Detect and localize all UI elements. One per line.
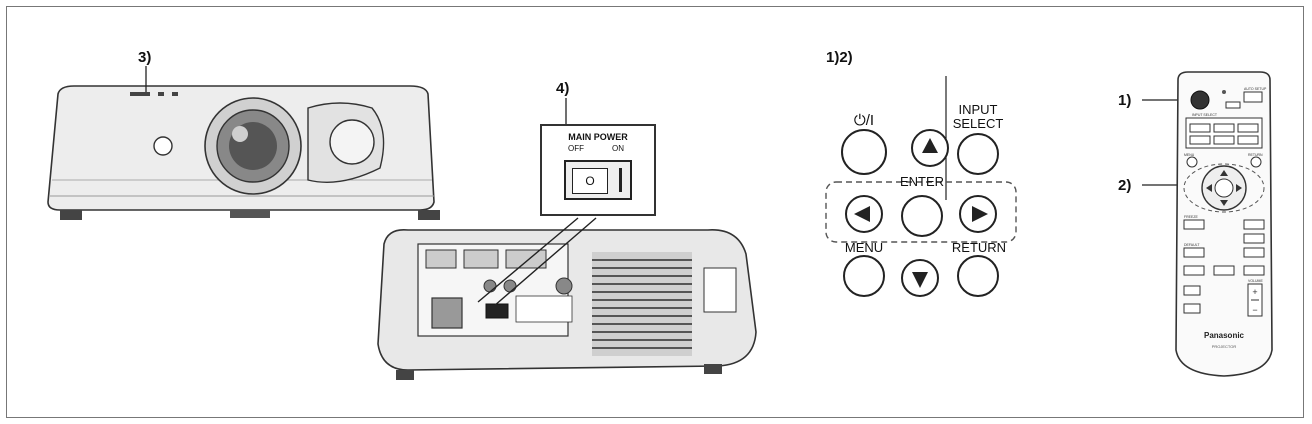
remote-freeze-label: FREEZE — [1184, 215, 1198, 219]
remote-control-illustration: + − Panasonic PROJECTOR INPUT SELECT AUT… — [1175, 71, 1273, 377]
remote-auto-setup-label: AUTO SETUP — [1244, 87, 1267, 91]
callout-remote-cursor: 2) — [1118, 177, 1132, 194]
main-power-off-label: OFF — [568, 144, 584, 153]
panel-return-button[interactable] — [957, 255, 999, 297]
main-power-switch-detail: MAIN POWER OFF ON O — [540, 124, 656, 216]
panel-input-select-label-2: SELECT — [952, 116, 1004, 131]
projector-front-illustration — [47, 85, 440, 220]
panel-enter-label: ENTER — [899, 174, 945, 189]
panel-enter-button[interactable] — [901, 195, 943, 237]
control-panel-illustration — [825, 129, 1017, 297]
callout-control-panel: 1)2) — [826, 49, 853, 66]
panel-input-select-label-1: INPUT — [958, 102, 998, 117]
panel-menu-label: MENU — [844, 240, 884, 255]
callout-main-power: 4) — [556, 80, 570, 97]
panel-power-label: ⏻/I — [853, 112, 875, 129]
panel-return-label: RETURN — [951, 240, 1007, 255]
remote-power-button[interactable] — [1190, 90, 1210, 110]
ac-inlet-icon — [431, 297, 463, 329]
svg-text:−: − — [1252, 305, 1257, 315]
remote-default-label: DEFAULT — [1184, 243, 1200, 247]
arrow-down-icon — [912, 272, 928, 288]
panel-input-select-button[interactable] — [957, 133, 999, 175]
foot-right — [418, 210, 440, 220]
remote-menu-label: MENU — [1184, 153, 1195, 157]
projector-rear-illustration — [377, 217, 757, 380]
callout-projector-front: 3) — [138, 49, 152, 66]
remote-input-select-label: INPUT SELECT — [1192, 113, 1218, 117]
remote-return-label: RETURN — [1248, 153, 1263, 157]
cursor-group-outline — [825, 181, 1017, 243]
arrow-right-icon — [972, 206, 988, 222]
sensor-icon — [153, 136, 173, 156]
arrow-up-icon — [922, 138, 938, 153]
vent-grille — [592, 252, 692, 356]
main-power-on-label: ON — [612, 144, 624, 153]
panel-power-button[interactable] — [841, 129, 887, 175]
remote-brand: Panasonic — [1204, 331, 1245, 340]
indicator-lamp-icon — [130, 92, 150, 96]
panel-menu-button[interactable] — [843, 255, 885, 297]
remote-projector-label: PROJECTOR — [1212, 344, 1237, 349]
callout-remote-power: 1) — [1118, 92, 1132, 109]
main-power-rocker[interactable]: O — [564, 160, 632, 200]
svg-text:+: + — [1252, 287, 1257, 297]
foot-left — [60, 210, 82, 220]
arrow-left-icon — [854, 206, 870, 222]
remote-volume-label: VOLUME — [1248, 279, 1263, 283]
main-power-title: MAIN POWER — [568, 132, 628, 142]
diagram-frame — [6, 6, 1304, 418]
